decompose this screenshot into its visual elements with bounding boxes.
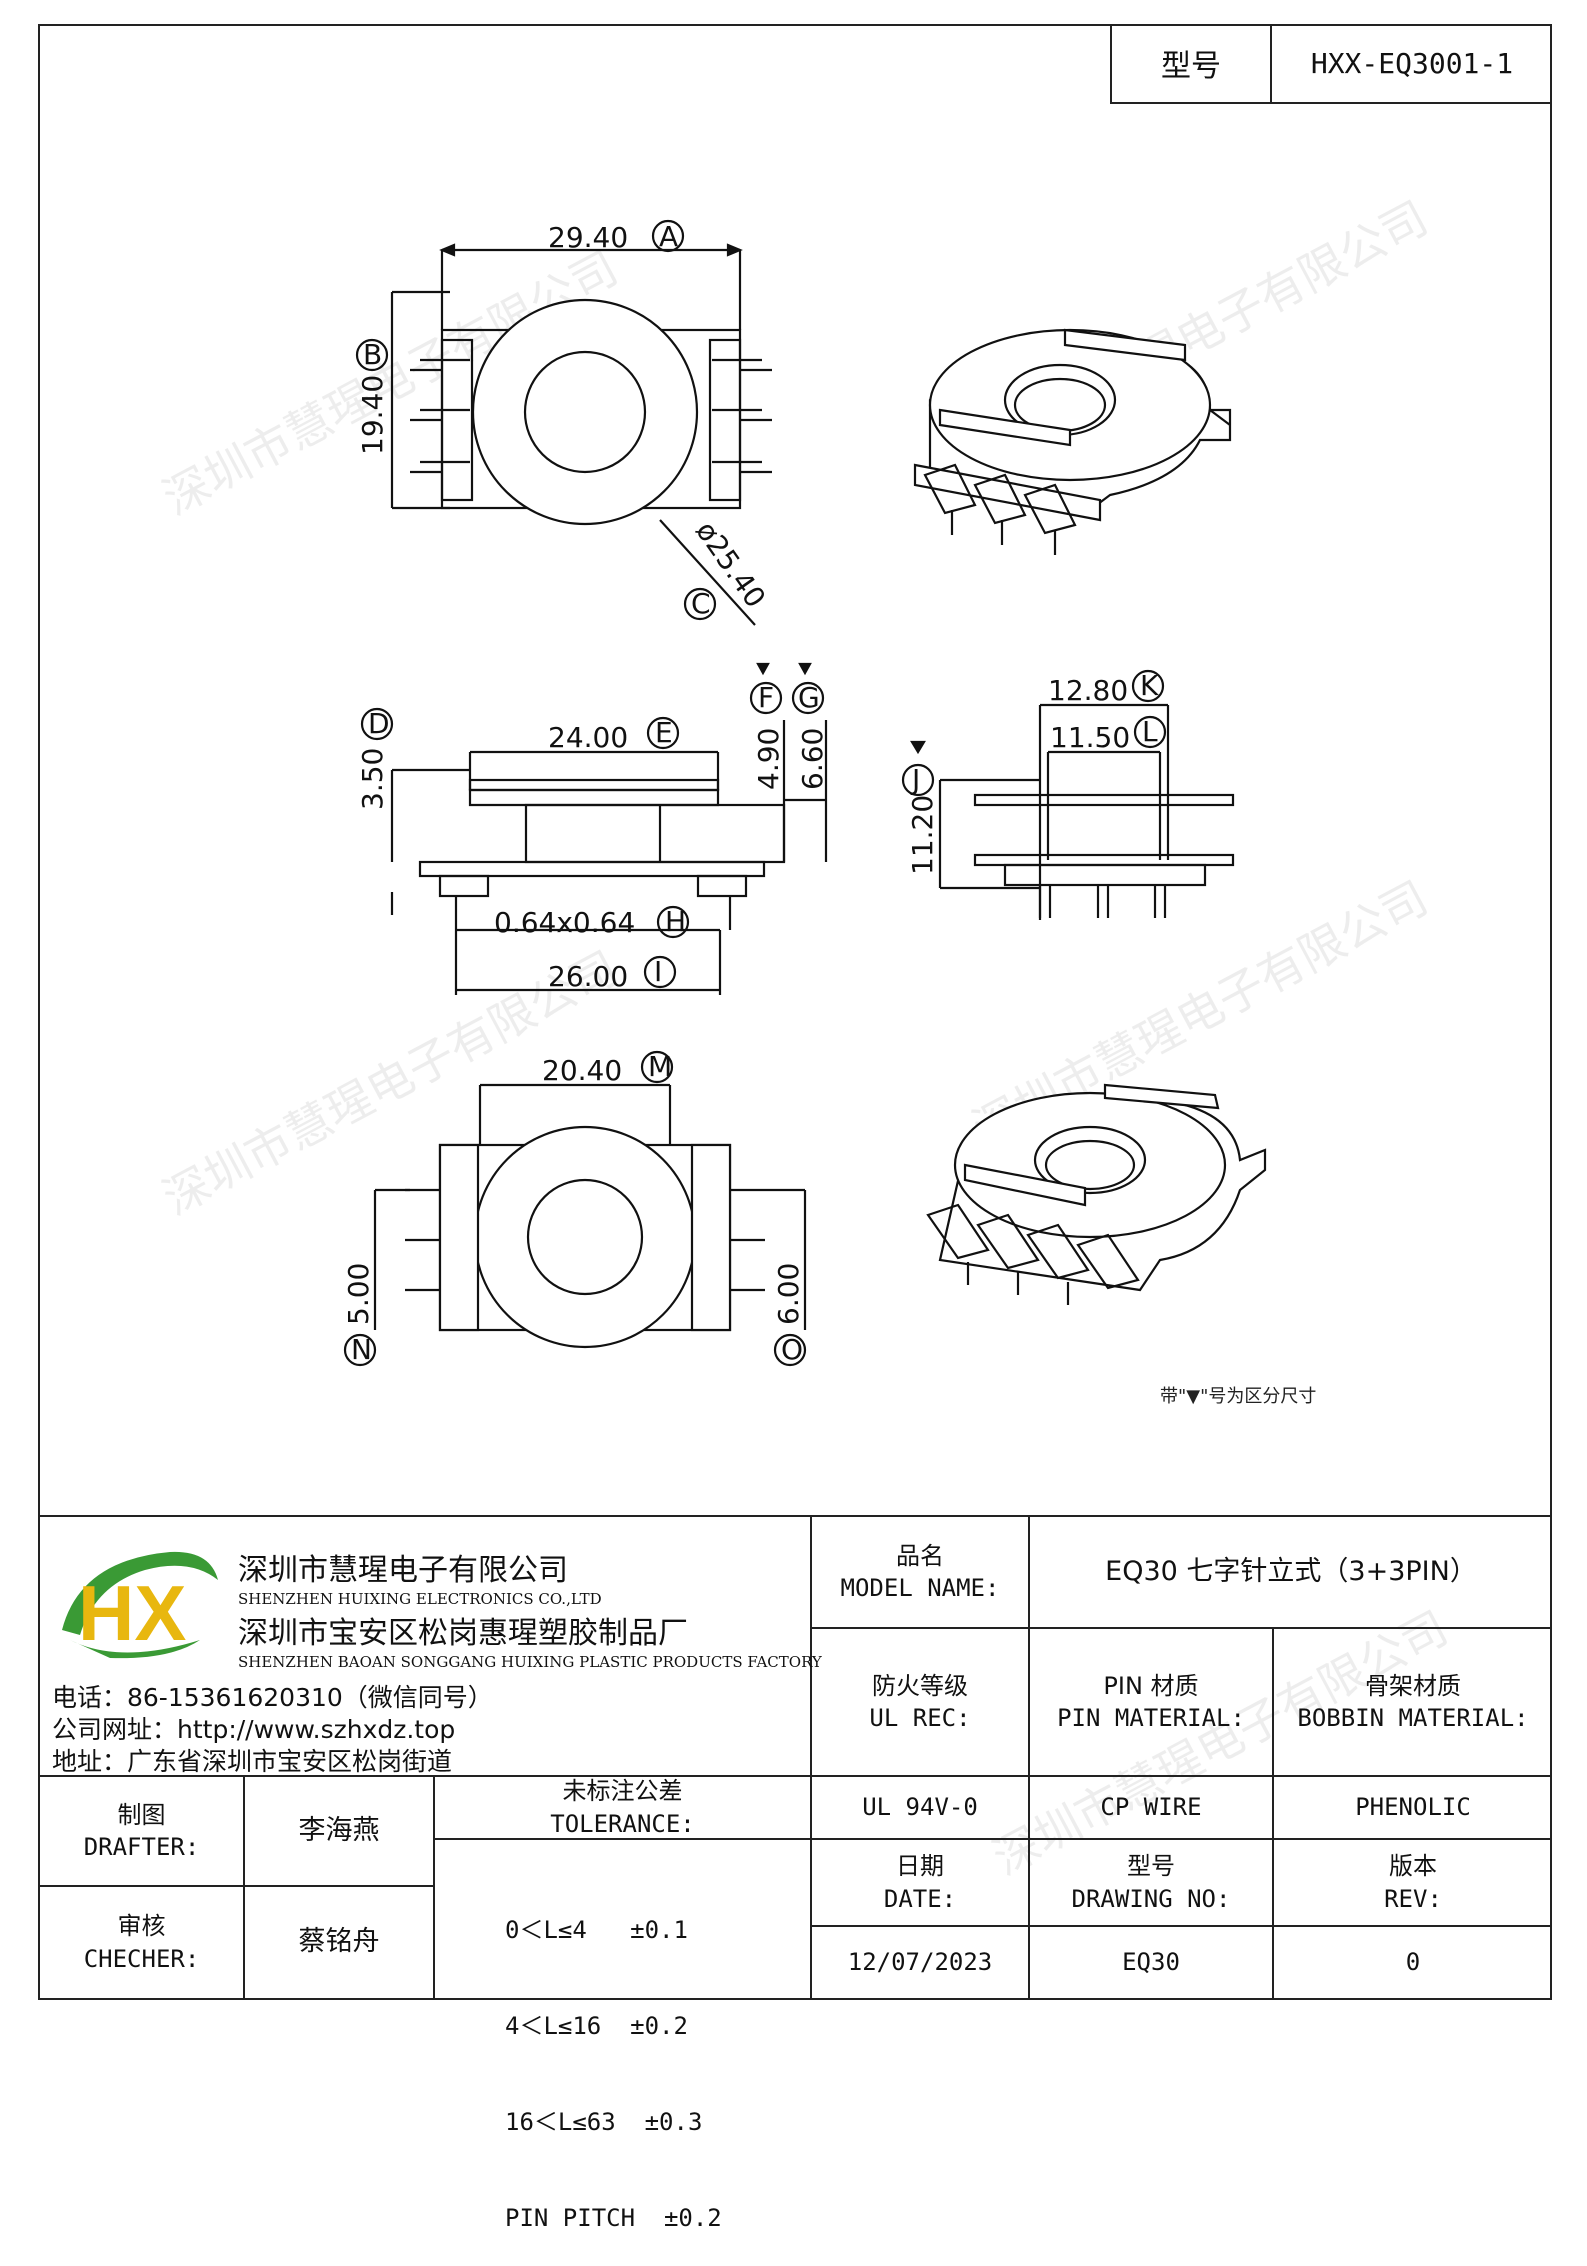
dim-f-value: 4.90 [752,728,785,790]
dim-a-value: 29.40 [548,221,628,254]
header-type-label: 型号 [1161,49,1221,84]
dim-e-letter: E [655,716,673,749]
dim-k-value: 12.80 [1048,674,1128,707]
company-name-cn: 深圳市慧瑆电子有限公司 [238,1553,568,1588]
side-view: J 11.20 12.80 K 11.50 L [901,669,1235,920]
dim-b-value: 19.40 [356,375,389,455]
drawing-frame [38,24,1552,2000]
dim-k-letter: K [1140,669,1159,702]
dim-m-value: 20.40 [542,1054,622,1087]
checker-name: 蔡铭舟 [298,1926,380,1958]
dim-a-letter: A [659,220,678,253]
dim-i-letter: I [654,955,662,988]
tolerance-row: 16＜L≤63 ±0.3 [505,2108,703,2136]
bobbin-material-value: PHENOLIC [1355,1793,1471,1822]
top-view: 29.40 A 19.40 B ø25.40 C [355,219,772,626]
rev-value: 0 [1405,1948,1421,1977]
dim-g-letter: G [798,681,820,714]
dim-o-value: 6.00 [772,1263,805,1325]
factory-name-cn: 深圳市宝安区松岗惠瑆塑胶制品厂 [238,1616,688,1651]
isometric-view-bottom [926,1083,1267,1305]
dim-i-value: 26.00 [548,960,628,993]
dim-e-value: 24.00 [548,721,628,754]
tolerance-row: 0＜L≤4 ±0.1 [505,1916,688,1944]
header-type-value: HXX-EQ3001-1 [1310,46,1514,80]
dim-l-letter: L [1142,715,1158,748]
logo-text: HX [78,1569,186,1657]
dim-d-value: 3.50 [356,748,389,810]
drawing-no-value: EQ30 [1122,1948,1180,1977]
factory-name-en: SHENZHEN BAOAN SONGGANG HUIXING PLASTIC … [238,1653,822,1671]
tolerance-row: 4＜L≤16 ±0.2 [505,2012,688,2040]
front-view: F G 4.90 6.60 24.00 E 3.50 D 0.64x [356,662,829,995]
drafter-name: 李海燕 [298,1814,380,1846]
bottom-view: 20.40 M 5.00 N 6.00 O [342,1050,807,1367]
dim-g-value: 6.60 [796,728,829,790]
dim-l-value: 11.50 [1050,721,1130,754]
dim-h-value: 0.64x0.64 [494,906,635,939]
ul-rec-value: UL 94V-0 [862,1793,978,1822]
dim-h-letter: H [665,905,686,938]
dim-n-letter: N [351,1333,372,1366]
company-website: 公司网址：http://www.szhxdz.top [52,1715,456,1744]
dim-n-value: 5.00 [342,1263,375,1325]
dim-j-letter: J [910,763,920,796]
title-block-top-border [38,1515,1552,1517]
dim-f-letter: F [758,681,774,714]
technical-drawing: 29.40 A 19.40 B ø25.40 C [342,219,1316,1407]
isometric-view-top [913,328,1232,555]
dim-c-letter: C [691,587,711,620]
company-logo: HX [62,1551,218,1659]
tolerance-list: 0＜L≤4 ±0.1 4＜L≤16 ±0.2 16＜L≤63 ±0.3 PIN … [505,1850,722,2266]
tolerance-row: PIN PITCH ±0.2 [505,2204,722,2232]
company-address: 地址：广东省深圳市宝安区松岗街道 [52,1747,453,1776]
header-model-box: 型号 HXX-EQ3001-1 [1110,24,1552,104]
dim-o-letter: O [781,1333,803,1366]
model-name-value: EQ30 七字针立式（3+3PIN） [1105,1555,1477,1587]
dim-m-letter: M [648,1050,672,1083]
dim-b-letter: B [363,338,382,371]
note-text: 带"▼"号为区分尺寸 [1160,1386,1316,1407]
company-phone: 电话：86-15361620310（微信同号） [52,1683,493,1712]
date-value: 12/07/2023 [847,1948,993,1977]
company-name-en: SHENZHEN HUIXING ELECTRONICS CO.,LTD [238,1590,602,1608]
pin-material-value: CP WIRE [1100,1793,1202,1822]
dim-j-value: 11.20 [906,795,939,875]
dim-d-letter: D [368,707,390,740]
